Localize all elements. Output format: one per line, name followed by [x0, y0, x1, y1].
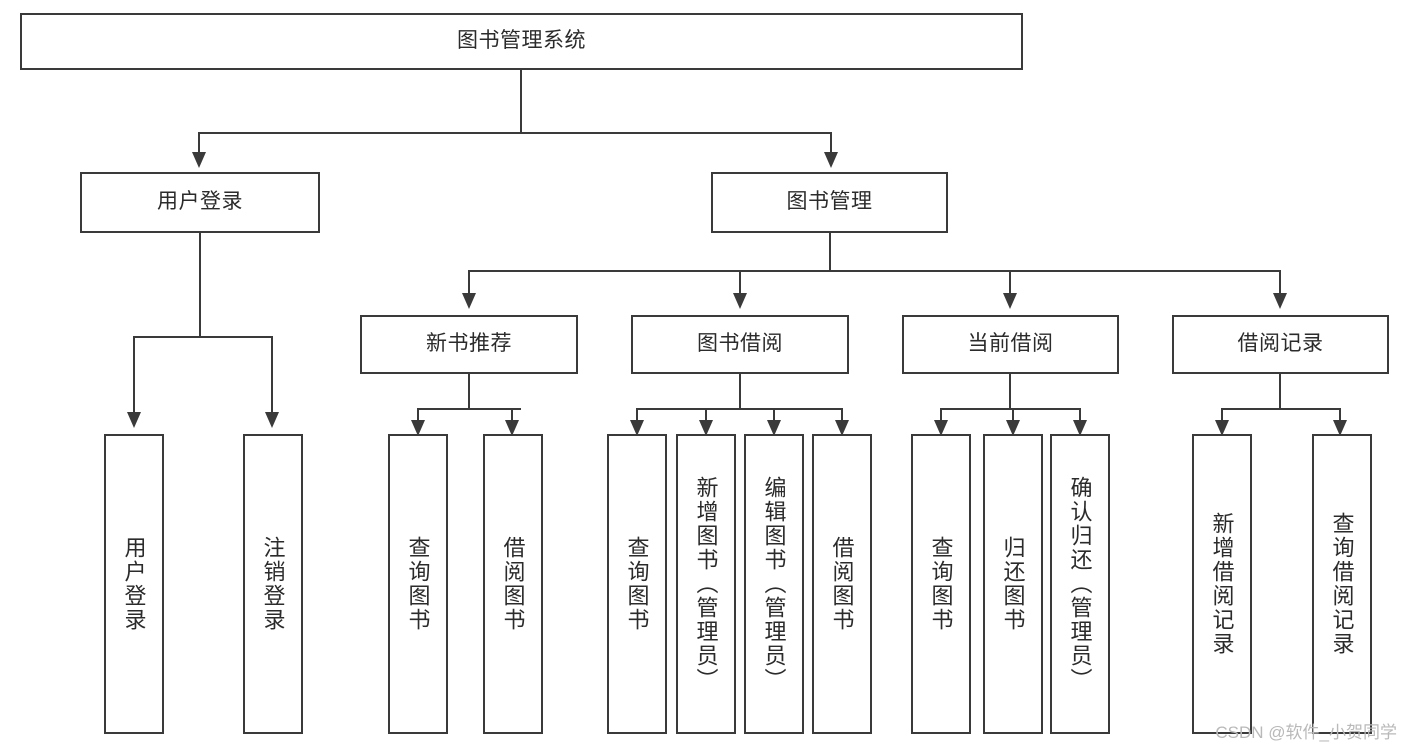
- leaf-user-login-logout[interactable]: 注销登录: [243, 434, 303, 734]
- arrow-new-book-recommend-to-leaf-0: [411, 420, 425, 436]
- leaf-borrow-record-query-record[interactable]: 查询借阅记录: [1312, 434, 1372, 734]
- edge-root-to-book-management: [830, 132, 832, 156]
- arrow-root-to-book-management: [824, 152, 838, 168]
- edge-book-management-to-child-3: [1279, 270, 1281, 296]
- node-label: 当前借阅: [967, 332, 1054, 356]
- edge-book-management-stem: [829, 233, 831, 271]
- edge-borrow-record-bar: [1221, 408, 1341, 410]
- arrow-current-borrow-to-leaf-2: [1073, 420, 1087, 436]
- arrow-new-book-recommend-to-leaf-1: [505, 420, 519, 436]
- edge-book-borrow-stem: [739, 374, 741, 409]
- leaf-borrow-record-add-record[interactable]: 新增借阅记录: [1192, 434, 1252, 734]
- leaf-current-borrow-query-book[interactable]: 查询图书: [911, 434, 971, 734]
- node-label: 确认归还（管理员）: [1067, 476, 1093, 692]
- node-label: 图书管理系统: [457, 29, 586, 53]
- node-label: 查询图书: [624, 536, 650, 632]
- node-label: 查询图书: [405, 536, 431, 632]
- edge-current-borrow-stem: [1009, 374, 1011, 409]
- arrow-book-borrow-to-leaf-0: [630, 420, 644, 436]
- arrow-book-management-to-child-3: [1273, 293, 1287, 309]
- edge-borrow-record-to-leaf-1: [1339, 408, 1341, 426]
- edge-current-borrow-to-leaf-2: [1079, 408, 1081, 426]
- edge-root-bar: [198, 132, 832, 134]
- arrow-borrow-record-to-leaf-1: [1333, 420, 1347, 436]
- edge-book-borrow-to-leaf-2: [773, 408, 775, 426]
- edge-user-login-to-leaf-0: [133, 336, 135, 416]
- arrow-user-login-to-leaf-1: [265, 412, 279, 428]
- arrow-user-login-to-leaf-0: [127, 412, 141, 428]
- arrow-book-borrow-to-leaf-3: [835, 420, 849, 436]
- node-label: 借阅图书: [500, 536, 526, 632]
- edge-book-management-to-child-1: [739, 270, 741, 296]
- leaf-book-borrow-edit-book-admin[interactable]: 编辑图书（管理员）: [744, 434, 804, 734]
- edge-book-management-to-child-0: [468, 270, 470, 296]
- leaf-current-borrow-confirm-return-admin[interactable]: 确认归还（管理员）: [1050, 434, 1110, 734]
- arrow-book-borrow-to-leaf-1: [699, 420, 713, 436]
- node-label: 借阅记录: [1237, 332, 1324, 356]
- leaf-user-login-login[interactable]: 用户登录: [104, 434, 164, 734]
- leaf-current-borrow-return-book[interactable]: 归还图书: [983, 434, 1043, 734]
- leaf-new-book-borrow-book[interactable]: 借阅图书: [483, 434, 543, 734]
- arrow-current-borrow-to-leaf-1: [1006, 420, 1020, 436]
- edge-current-borrow-to-leaf-0: [940, 408, 942, 426]
- arrow-book-management-to-child-1: [733, 293, 747, 309]
- edge-borrow-record-to-leaf-0: [1221, 408, 1223, 426]
- edge-book-borrow-to-leaf-1: [705, 408, 707, 426]
- edge-current-borrow-to-leaf-1: [1012, 408, 1014, 426]
- leaf-book-borrow-query-book[interactable]: 查询图书: [607, 434, 667, 734]
- node-root-book-management-system[interactable]: 图书管理系统: [20, 13, 1023, 70]
- leaf-new-book-query-book[interactable]: 查询图书: [388, 434, 448, 734]
- edge-book-borrow-bar: [636, 408, 843, 410]
- node-label: 新增图书（管理员）: [693, 476, 719, 692]
- node-user-login[interactable]: 用户登录: [80, 172, 320, 233]
- node-label: 用户登录: [157, 190, 243, 214]
- node-label: 编辑图书（管理员）: [761, 476, 787, 692]
- node-book-borrow[interactable]: 图书借阅: [631, 315, 849, 374]
- node-label: 注销登录: [260, 536, 286, 632]
- edge-new-book-recommend-to-leaf-1: [511, 408, 513, 426]
- node-label: 归还图书: [1000, 536, 1026, 632]
- node-new-book-recommend[interactable]: 新书推荐: [360, 315, 578, 374]
- leaf-book-borrow-add-book-admin[interactable]: 新增图书（管理员）: [676, 434, 736, 734]
- edge-new-book-recommend-to-leaf-0: [417, 408, 419, 426]
- edge-borrow-record-stem: [1279, 374, 1281, 409]
- node-current-borrow[interactable]: 当前借阅: [902, 315, 1119, 374]
- arrow-book-borrow-to-leaf-2: [767, 420, 781, 436]
- watermark-text: CSDN @软件_小贺同学: [1215, 723, 1397, 742]
- arrow-borrow-record-to-leaf-0: [1215, 420, 1229, 436]
- node-label: 新书推荐: [426, 332, 512, 356]
- edge-new-book-recommend-bar: [417, 408, 521, 410]
- edge-user-login-stem: [199, 233, 201, 337]
- edge-user-login-to-leaf-1: [271, 336, 273, 416]
- edge-book-borrow-to-leaf-0: [636, 408, 638, 426]
- node-label: 图书借阅: [697, 332, 783, 356]
- node-book-management[interactable]: 图书管理: [711, 172, 948, 233]
- node-label: 查询借阅记录: [1329, 512, 1355, 656]
- arrow-book-management-to-child-0: [462, 293, 476, 309]
- node-label: 图书管理: [786, 190, 873, 214]
- edge-new-book-recommend-stem: [468, 374, 470, 409]
- arrow-book-management-to-child-2: [1003, 293, 1017, 309]
- edge-root-stem: [520, 70, 522, 133]
- edge-current-borrow-bar: [940, 408, 1080, 410]
- leaf-book-borrow-borrow-book[interactable]: 借阅图书: [812, 434, 872, 734]
- arrow-root-to-user-login: [192, 152, 206, 168]
- edge-root-to-user-login: [198, 132, 200, 156]
- node-borrow-record[interactable]: 借阅记录: [1172, 315, 1389, 374]
- node-label: 查询图书: [928, 536, 954, 632]
- edge-user-login-bar: [133, 336, 271, 338]
- node-label: 新增借阅记录: [1209, 512, 1235, 656]
- node-label: 借阅图书: [829, 536, 855, 632]
- edge-book-management-to-child-2: [1009, 270, 1011, 296]
- arrow-current-borrow-to-leaf-0: [934, 420, 948, 436]
- edge-book-management-bar: [468, 270, 1280, 272]
- node-label: 用户登录: [121, 536, 147, 632]
- edge-book-borrow-to-leaf-3: [841, 408, 843, 426]
